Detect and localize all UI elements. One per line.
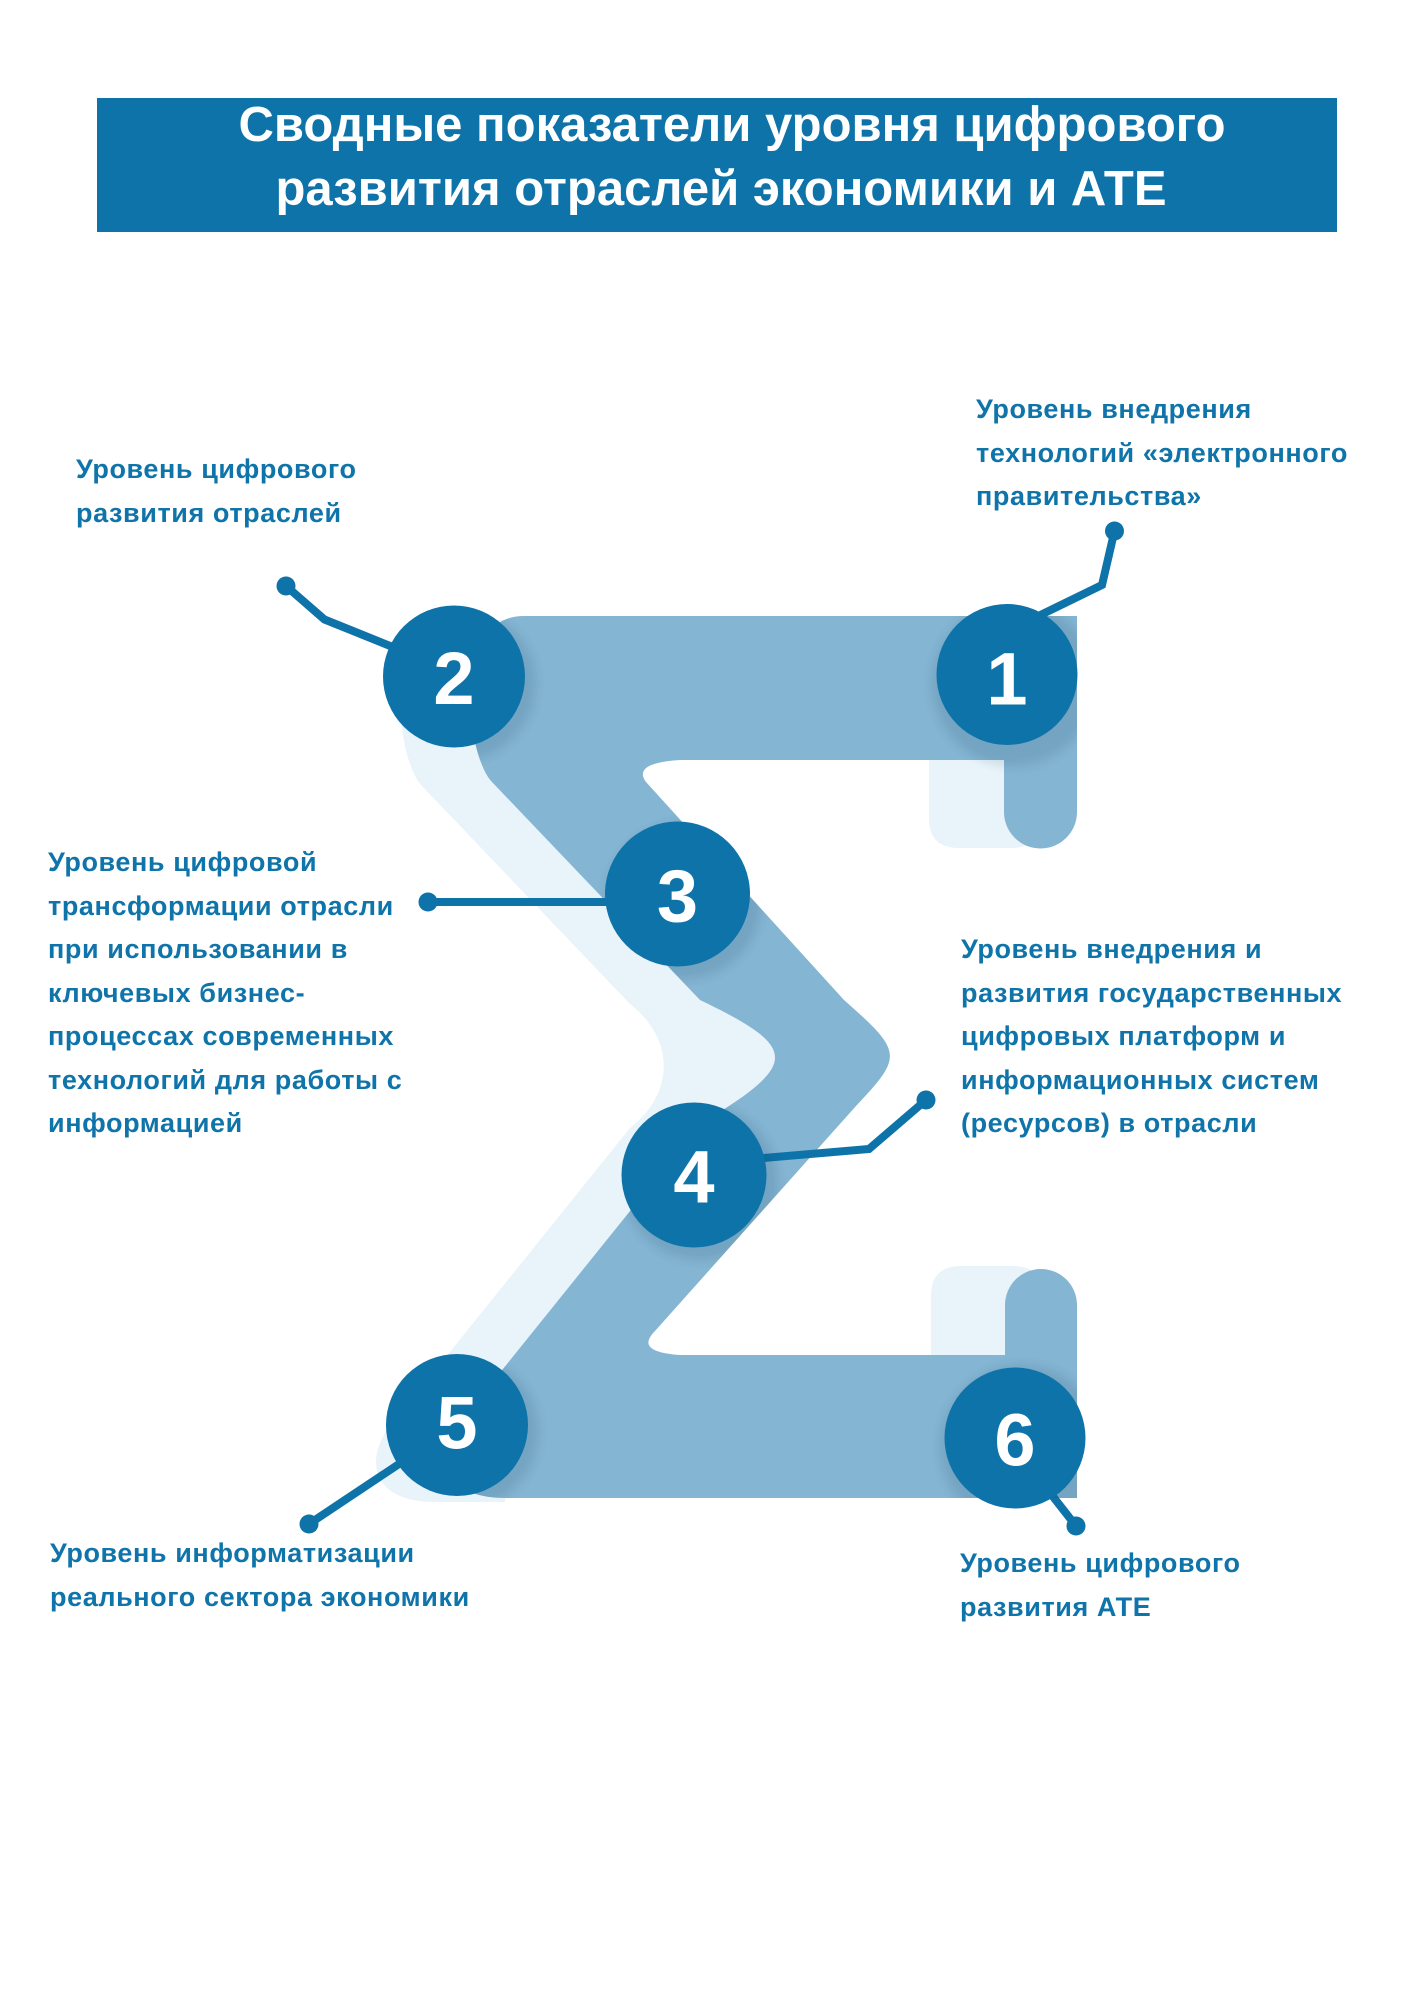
svg-text:1: 1 — [986, 638, 1027, 721]
svg-text:5: 5 — [436, 1382, 477, 1465]
svg-text:4: 4 — [673, 1136, 714, 1219]
svg-text:2: 2 — [433, 637, 474, 720]
svg-text:3: 3 — [657, 855, 698, 938]
svg-text:6: 6 — [994, 1399, 1035, 1482]
